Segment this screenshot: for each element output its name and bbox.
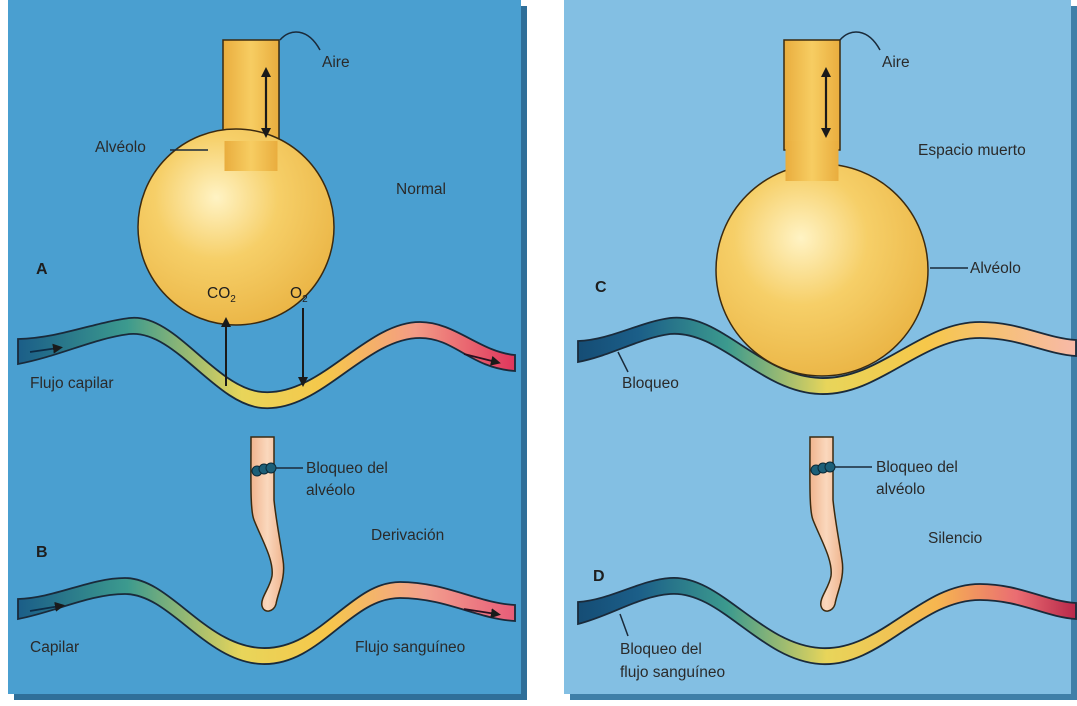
shunt-label: Derivación bbox=[371, 527, 444, 544]
alveolo-label: Alvéolo bbox=[970, 260, 1021, 277]
capillary-label: Capilar bbox=[30, 639, 79, 656]
flow-block-label-line2: flujo sanguíneo bbox=[620, 664, 725, 681]
duct-join bbox=[225, 141, 278, 171]
label-b: B bbox=[36, 544, 48, 561]
alveolo-label: Alvéolo bbox=[95, 139, 146, 156]
flow-block-label-line1: Bloqueo del bbox=[620, 641, 702, 658]
block-label: Bloqueo bbox=[622, 375, 679, 392]
air-label: Aire bbox=[882, 54, 910, 71]
dead-space-label: Espacio muerto bbox=[918, 142, 1026, 159]
block-label-line2: alvéolo bbox=[306, 482, 355, 499]
airway-duct bbox=[784, 40, 840, 150]
label-c: C bbox=[595, 279, 607, 296]
panel-left: Aire Alvéolo Normal A CO2 O2 Flujo capil… bbox=[8, 0, 527, 700]
panel-right: Aire Espacio muerto Alvéolo C Bloqueo Bl… bbox=[564, 0, 1077, 700]
label-d: D bbox=[593, 568, 605, 585]
capillary-flow-label: Flujo capilar bbox=[30, 375, 114, 392]
duct-join bbox=[786, 141, 839, 181]
block-label-line1: Bloqueo del bbox=[306, 460, 388, 477]
silent-label: Silencio bbox=[928, 530, 982, 547]
air-label: Aire bbox=[322, 54, 350, 71]
plug-dot bbox=[825, 462, 835, 472]
blood-flow-label: Flujo sanguíneo bbox=[355, 639, 465, 656]
plug-dot bbox=[266, 463, 276, 473]
block-label-line1: Bloqueo del bbox=[876, 459, 958, 476]
alveolus-deadspace bbox=[716, 164, 928, 376]
normal-label: Normal bbox=[396, 181, 446, 198]
label-a: A bbox=[36, 261, 48, 278]
block-label-line2: alvéolo bbox=[876, 481, 925, 498]
